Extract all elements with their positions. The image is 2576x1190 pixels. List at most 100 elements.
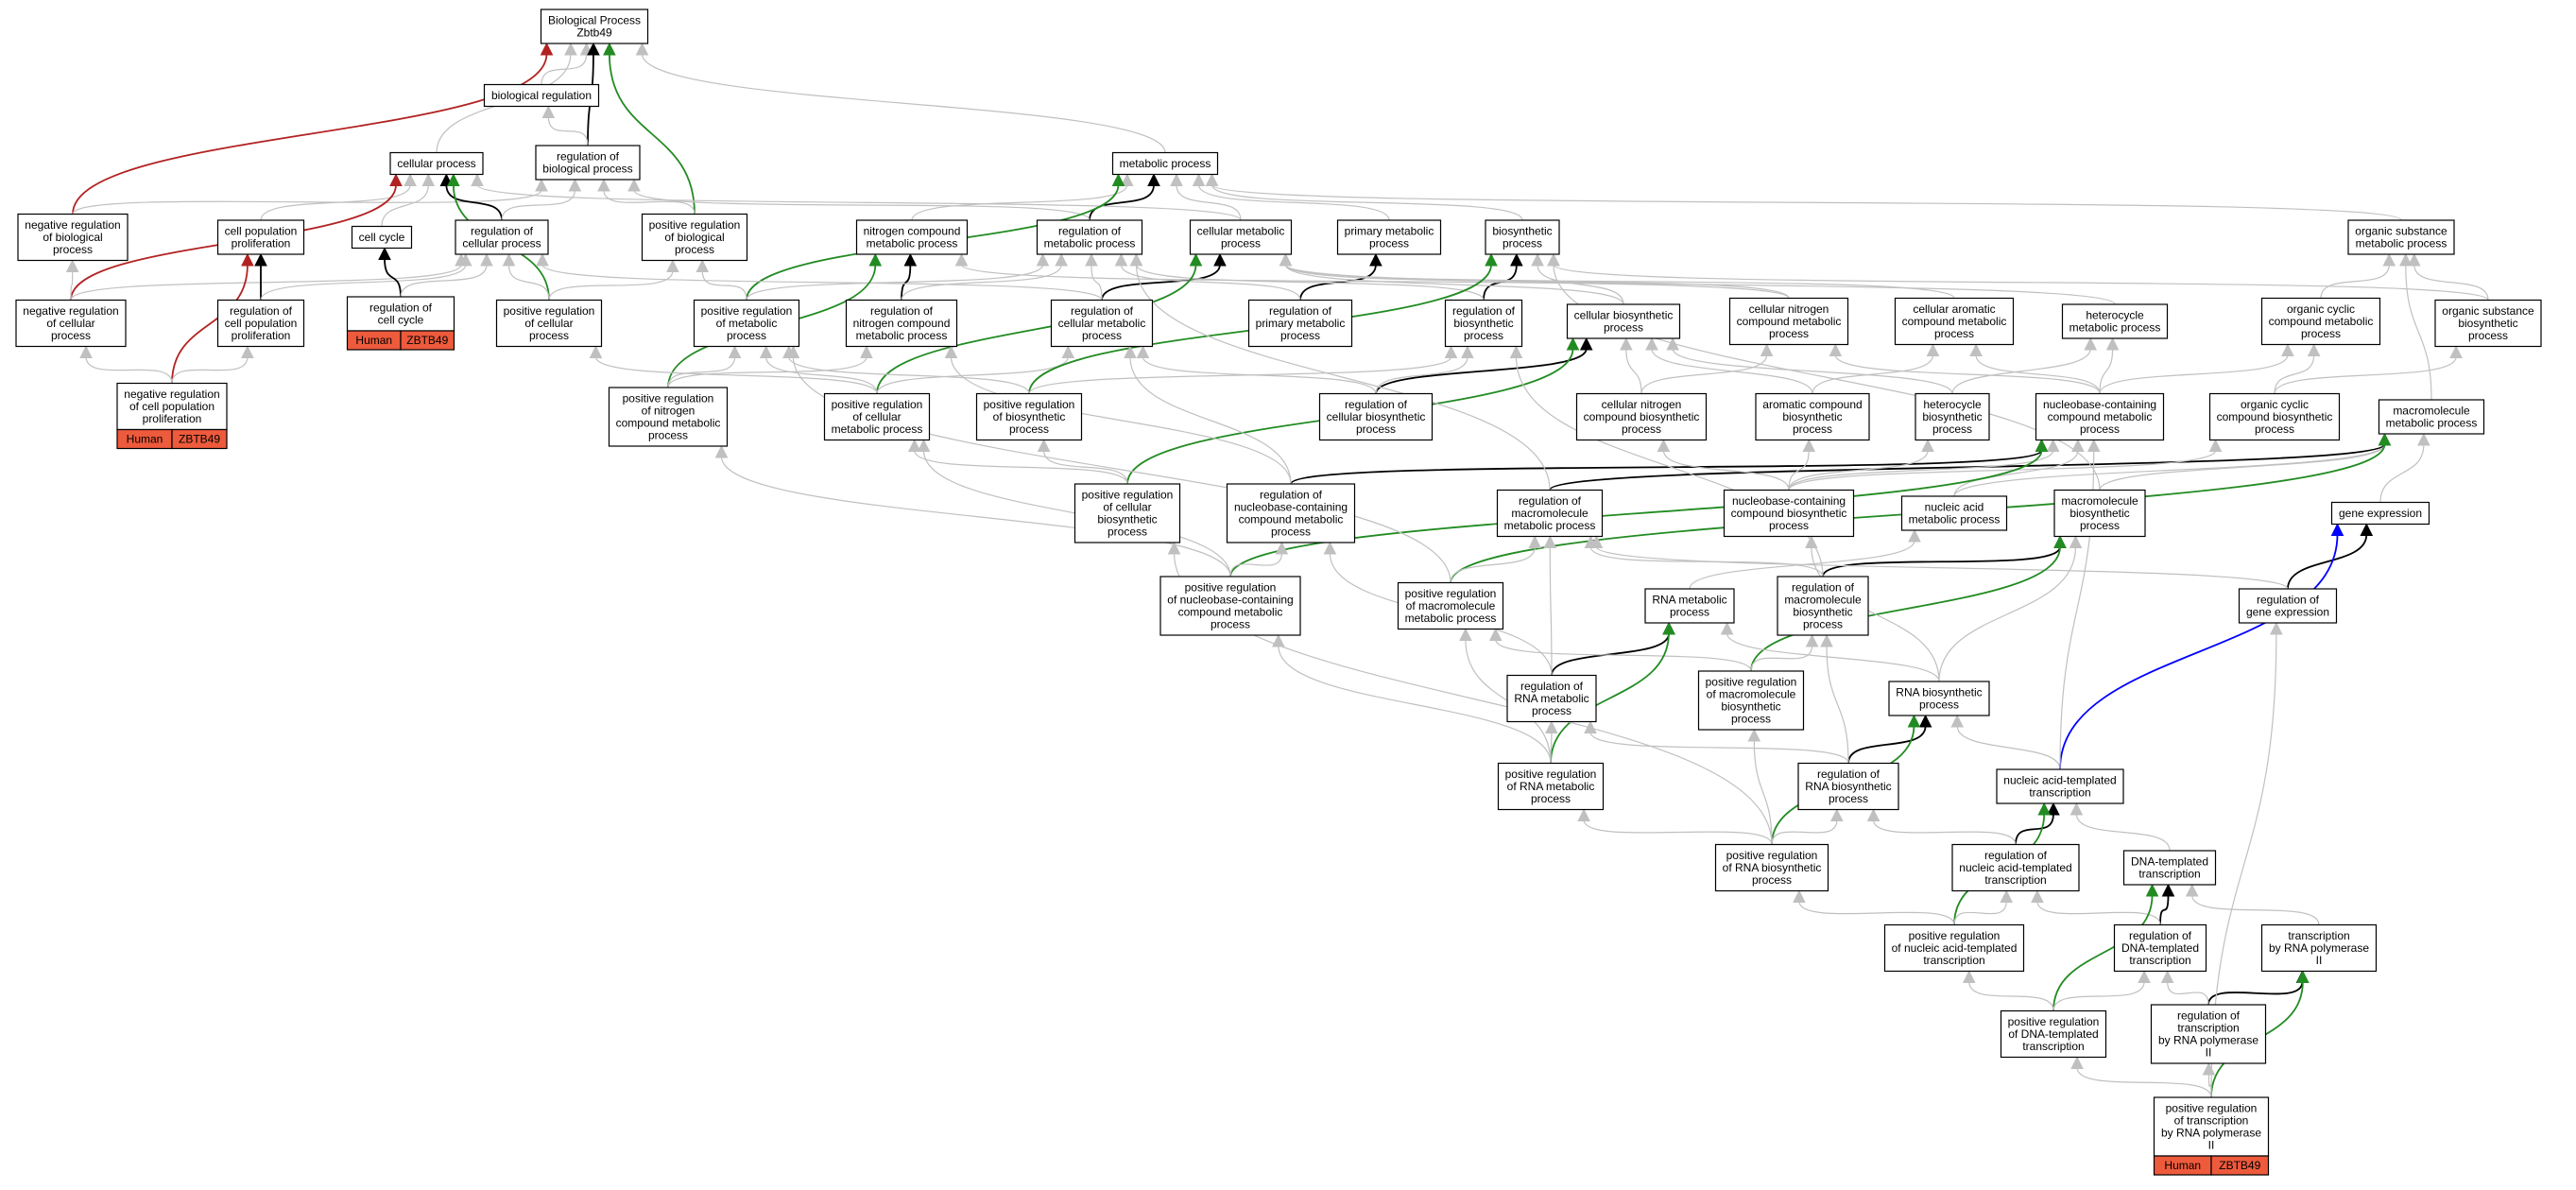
node-box <box>1915 392 1990 441</box>
node-box <box>1888 681 1990 716</box>
edge-gray <box>667 345 742 388</box>
edge-arrowhead <box>1444 345 1458 358</box>
node-box <box>1159 576 1301 636</box>
go-term-node-metabolic-process[interactable]: metabolic process <box>1111 151 1219 176</box>
go-term-node-regulation-of-nucleobase-containing-compound-metabolic-process[interactable]: regulation ofnucleobase-containingcompou… <box>1226 483 1356 543</box>
go-term-node-biological-regulation[interactable]: biological regulation <box>483 83 600 108</box>
node-box <box>1728 297 1849 346</box>
node-label-line: compound metabolic <box>2048 410 2153 423</box>
node-label-line: transcription <box>1923 954 1984 967</box>
edge-arrowhead <box>1545 720 1558 733</box>
go-term-node-gene-expression[interactable]: gene expression <box>2330 501 2430 526</box>
edge-path <box>788 356 1030 394</box>
node-label-line: transcription <box>2177 1022 2239 1035</box>
node-label-line: RNA metabolic <box>1652 594 1726 607</box>
edge-gray <box>635 42 1166 153</box>
edge-arrowhead <box>2449 345 2463 358</box>
edge-path <box>1278 645 1552 764</box>
edge-arrowhead <box>1802 439 1816 452</box>
go-term-node-cellular-process[interactable]: cellular process <box>389 151 484 176</box>
node-label-line: process <box>2301 327 2341 340</box>
node-label-line: Zbtb49 <box>576 26 612 40</box>
edge-arrowhead <box>1662 621 1675 635</box>
edge-green <box>1550 621 1675 764</box>
go-term-node-cell-cycle[interactable]: cell cycle <box>351 225 413 250</box>
edge-path <box>1938 546 2077 682</box>
edge-arrowhead <box>597 178 610 192</box>
node-label-line: process <box>727 329 766 342</box>
edge-gray <box>400 252 493 298</box>
go-term-node-regulation-of-macromolecule-biosynthetic-process[interactable]: regulation ofmacromoleculebiosyntheticpr… <box>1777 576 1869 636</box>
edge-gray <box>502 252 550 301</box>
node-label-line: process <box>1731 713 1771 726</box>
node-label-line: heterocycle <box>2086 309 2144 322</box>
edge-path <box>1101 264 1221 301</box>
